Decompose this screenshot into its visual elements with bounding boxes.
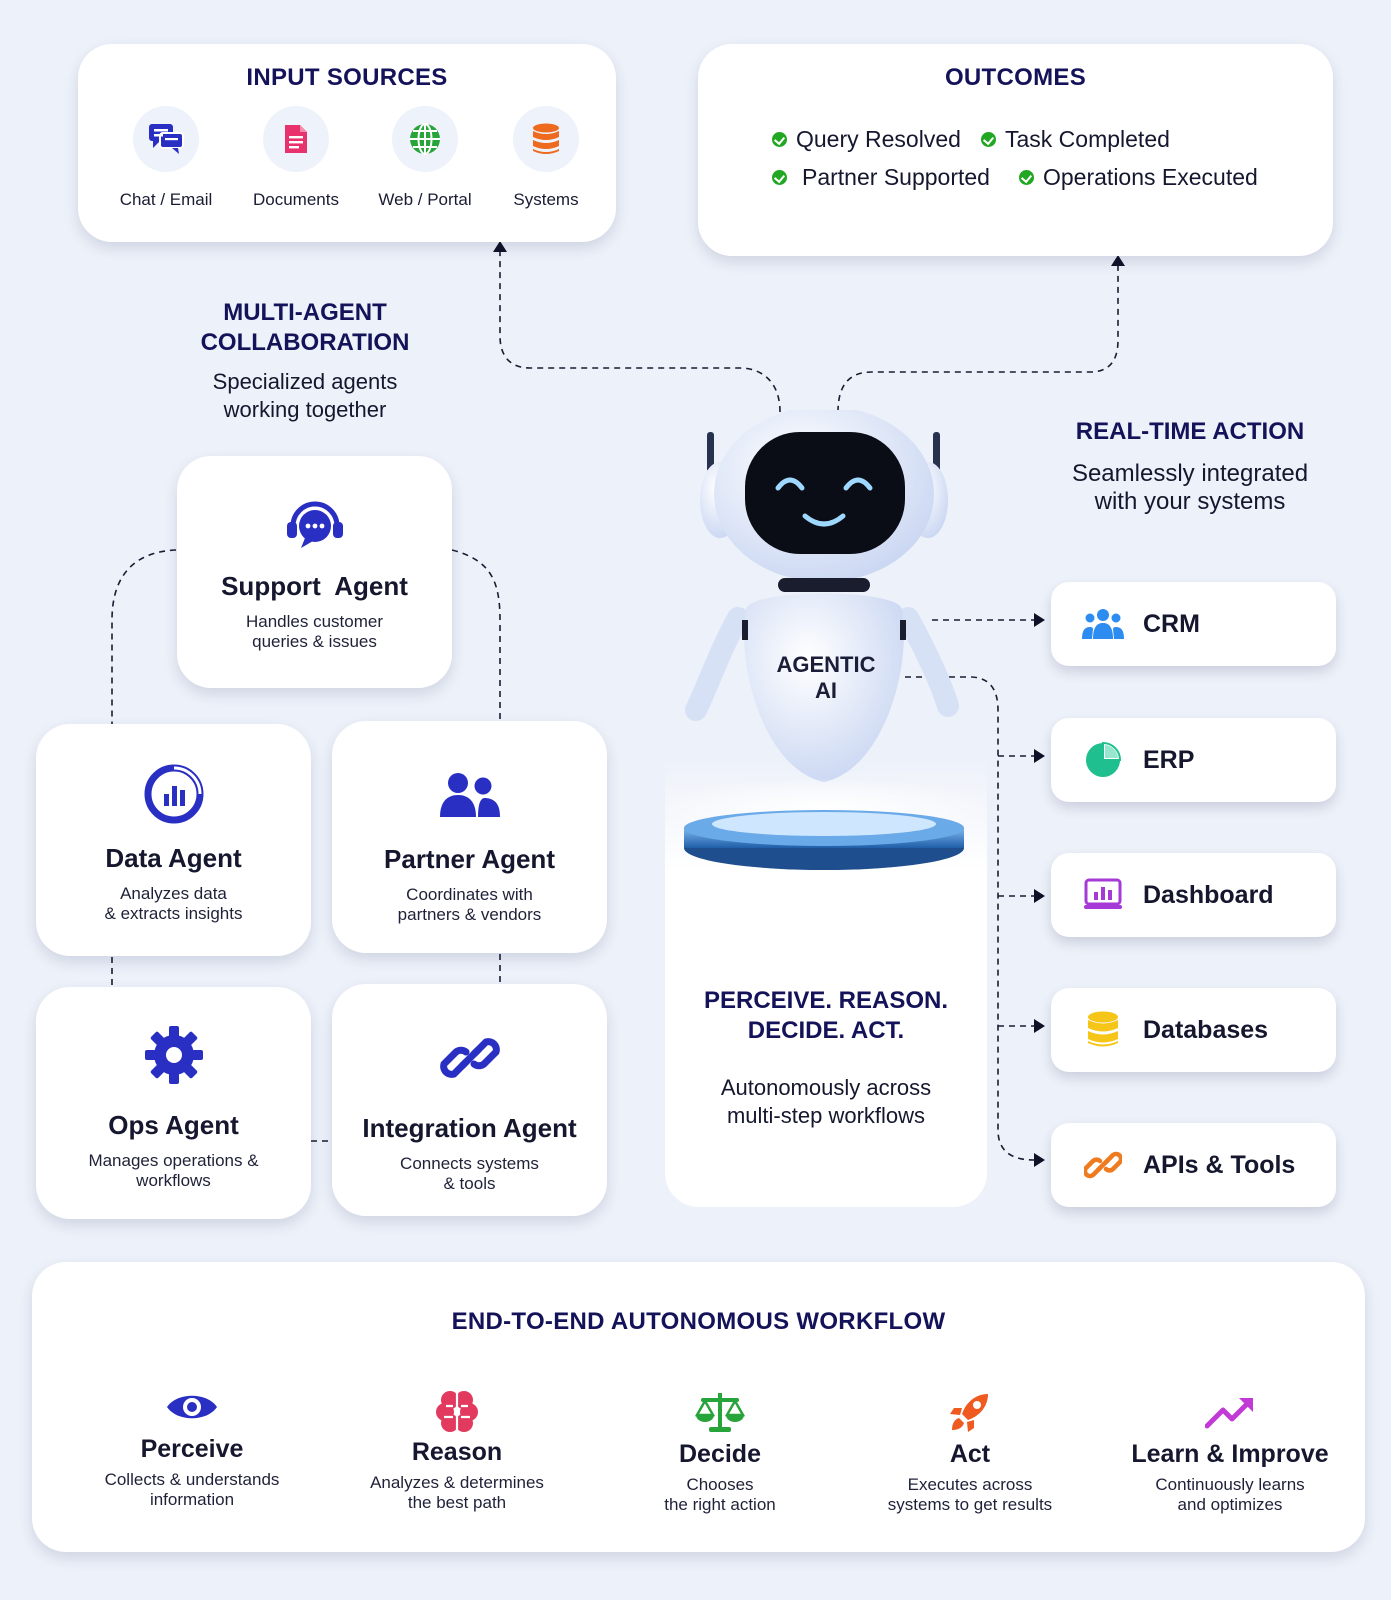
- robot-illustration: [659, 410, 989, 870]
- system-apis-tools[interactable]: APIs & Tools: [1051, 1123, 1336, 1207]
- document-icon: [263, 106, 329, 172]
- input-sources-card: INPUT SOURCES Chat / Email Documents Web…: [78, 44, 616, 242]
- workflow-title: END-TO-END AUTONOMOUS WORKFLOW: [451, 1308, 946, 1335]
- step-name: Perceive: [140, 1435, 244, 1463]
- collaboration-subtitle: working together: [223, 397, 387, 422]
- system-erp[interactable]: ERP: [1051, 718, 1336, 802]
- source-systems[interactable]: Systems: [486, 106, 606, 210]
- system-name: Databases: [1143, 1015, 1269, 1044]
- agent-name: Integration Agent: [362, 1113, 577, 1143]
- agent-name: Partner Agent: [384, 844, 555, 874]
- dashboard-icon: [1081, 873, 1125, 917]
- step-name: Decide: [679, 1440, 761, 1468]
- outcomes-title: OUTCOMES: [944, 64, 1087, 91]
- source-label: Chat / Email: [119, 190, 213, 209]
- outcomes-card: OUTCOMES Query Resolved Task Completed P…: [698, 44, 1333, 256]
- source-label: Documents: [253, 190, 339, 209]
- check-icon: [1019, 170, 1034, 185]
- workflow-card: END-TO-END AUTONOMOUS WORKFLOW: [32, 1262, 1365, 1552]
- partners-icon: [438, 771, 502, 824]
- agent-description: Manages operations &workflows: [88, 1151, 259, 1190]
- users-icon: [1081, 602, 1125, 646]
- robot-tagline: PERCEIVE. REASON.DECIDE. ACT.: [703, 987, 949, 1044]
- system-name: APIs & Tools: [1143, 1150, 1296, 1179]
- outcome-item: Partner Supported: [772, 164, 990, 191]
- source-label: Web / Portal: [378, 190, 472, 209]
- step-name: Act: [949, 1440, 991, 1468]
- check-icon: [772, 132, 787, 147]
- outcome-item: Operations Executed: [1019, 164, 1258, 191]
- chat-icon: [133, 106, 199, 172]
- collaboration-subtitle: Specialized agents: [212, 369, 398, 394]
- source-web-portal[interactable]: Web / Portal: [365, 106, 485, 210]
- agent-name: Support Agent: [221, 571, 408, 601]
- realtime-title: REAL-TIME ACTION: [1075, 418, 1305, 445]
- step-name: Reason: [411, 1438, 503, 1466]
- database-stack-icon: [513, 106, 579, 172]
- brain-icon: [434, 1388, 480, 1434]
- source-label: Systems: [513, 190, 579, 209]
- rocket-icon: [948, 1390, 992, 1434]
- agent-description: Connects systems& tools: [400, 1154, 539, 1193]
- collaboration-heading: MULTI-AGENT COLLABORATION Specialized ag…: [160, 298, 450, 424]
- system-crm[interactable]: CRM: [1051, 582, 1336, 666]
- eye-icon: [165, 1385, 219, 1429]
- analytics-icon: [144, 764, 204, 829]
- check-icon: [981, 132, 996, 147]
- collaboration-title: COLLABORATION: [200, 329, 410, 356]
- headset-chat-icon: [283, 498, 347, 557]
- integration-agent-card[interactable]: Integration Agent Connects systems& tool…: [332, 984, 607, 1216]
- system-dashboard[interactable]: Dashboard: [1051, 853, 1336, 937]
- system-databases[interactable]: Databases: [1051, 988, 1336, 1072]
- input-sources-title: INPUT SOURCES: [246, 64, 448, 91]
- link-icon: [439, 1028, 500, 1093]
- gear-icon: [144, 1025, 204, 1090]
- collaboration-title: MULTI-AGENT: [223, 299, 387, 326]
- data-agent-card[interactable]: Data Agent Analyzes data& extracts insig…: [36, 724, 311, 956]
- outcome-item: Task Completed: [981, 126, 1170, 153]
- agent-description: Analyzes data& extracts insights: [104, 884, 243, 923]
- agent-name: Ops Agent: [108, 1110, 239, 1140]
- system-name: CRM: [1143, 609, 1200, 638]
- system-name: Dashboard: [1143, 880, 1274, 909]
- agent-name: Data Agent: [105, 843, 242, 873]
- system-name: ERP: [1143, 745, 1195, 774]
- step-name: Learn & Improve: [1131, 1440, 1329, 1468]
- source-chat-email[interactable]: Chat / Email: [106, 106, 226, 210]
- database-icon: [1081, 1008, 1125, 1052]
- link-icon: [1081, 1143, 1125, 1187]
- globe-icon: [392, 106, 458, 172]
- check-icon: [772, 170, 787, 185]
- trend-up-icon: [1205, 1392, 1255, 1434]
- ops-agent-card[interactable]: Ops Agent Manages operations &workflows: [36, 987, 311, 1219]
- pie-chart-icon: [1081, 738, 1125, 782]
- source-documents[interactable]: Documents: [236, 106, 356, 210]
- scale-icon: [695, 1390, 745, 1434]
- outcome-item: Query Resolved: [772, 126, 961, 153]
